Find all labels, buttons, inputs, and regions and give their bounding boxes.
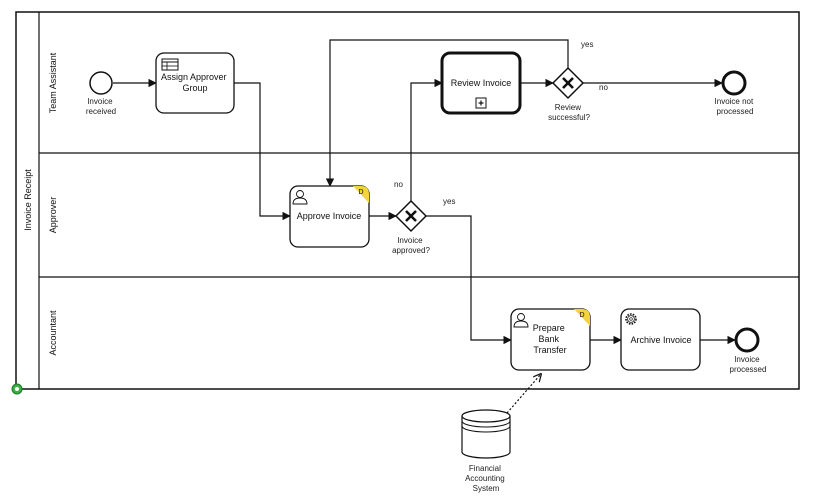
- table-icon: [161, 58, 179, 71]
- user-icon: [513, 313, 529, 328]
- flow-gateway-no-to-review: [410, 78, 443, 201]
- task-label-line: Bank: [538, 334, 559, 344]
- end-processed-label-line: processed: [730, 365, 767, 374]
- task-approve-invoice[interactable]: D Approve Invoice: [289, 185, 370, 248]
- lane-label-team-assistant: Team Assistant: [48, 52, 58, 113]
- lane-approver[interactable]: Approver: [48, 197, 58, 234]
- task-prepare-bank-transfer[interactable]: D Prepare Bank Transfer: [510, 308, 591, 371]
- gateway-approved-label-line: approved?: [392, 246, 430, 255]
- end-event-processed[interactable]: [734, 327, 760, 353]
- task-label: Review Invoice: [451, 78, 512, 88]
- task-label-line: Transfer: [533, 345, 566, 355]
- exclusive-x-icon: [405, 210, 417, 222]
- task-label: Archive Invoice: [630, 335, 691, 345]
- gateway-label: Invoice approved?: [392, 236, 430, 255]
- badge-corner: [574, 309, 590, 326]
- flow-gateway-yes-to-prepare: [426, 215, 512, 345]
- user-icon: [292, 190, 308, 205]
- data-store-financial-accounting[interactable]: [461, 409, 511, 459]
- task-assign-approver-group[interactable]: Assign Approver Group: [155, 52, 235, 114]
- start-event-label-line: received: [86, 107, 116, 116]
- subprocess-plus-icon[interactable]: [475, 97, 487, 109]
- data-store-label: Financial Accounting System: [465, 464, 507, 493]
- end-processed-label-line: Invoice: [734, 355, 760, 364]
- task-label: Assign Approver Group: [161, 72, 229, 93]
- badge-corner: [353, 186, 369, 203]
- gateway-approved-label-line: Invoice: [397, 236, 423, 245]
- end-not-processed-label-line: Invoice not: [715, 97, 754, 106]
- start-event-label-line: Invoice: [87, 97, 113, 106]
- gateway-label: Review successful?: [548, 103, 590, 122]
- task-label: Prepare Bank Transfer: [533, 323, 568, 355]
- flow-label-review-no: no: [599, 83, 608, 92]
- start-event-label: Invoice received: [86, 97, 116, 116]
- end-event-label: Invoice not processed: [715, 97, 756, 116]
- flow-assign-to-approve: [234, 82, 291, 221]
- subprocess-review-invoice[interactable]: Review Invoice: [440, 51, 522, 115]
- end-event-label: Invoice processed: [730, 355, 767, 374]
- gateway-invoice-approved[interactable]: [394, 199, 428, 233]
- flow-review-yes-to-approve: [325, 39, 569, 187]
- sequence-flows: [113, 39, 736, 414]
- exclusive-x-icon: [562, 77, 574, 89]
- task-label-line: Prepare: [533, 323, 565, 333]
- lane-accountant[interactable]: Accountant: [48, 310, 58, 356]
- lane-team-assistant[interactable]: Team Assistant: [38, 12, 58, 153]
- task-label: Approve Invoice: [297, 211, 362, 221]
- flow-label-review-yes: yes: [581, 40, 593, 49]
- lane-label-accountant: Accountant: [48, 310, 58, 356]
- data-association: [506, 374, 541, 414]
- task-label-line: Assign Approver: [161, 72, 227, 82]
- badge-letter: D: [579, 312, 584, 319]
- end-not-processed-label-line: processed: [717, 107, 754, 116]
- end-event-not-processed[interactable]: [721, 70, 747, 96]
- gear-icon: [625, 313, 637, 325]
- task-label-line: Group: [182, 83, 207, 93]
- gateway-review-label-line: Review: [555, 103, 581, 112]
- data-store-label-line: Accounting: [465, 474, 505, 483]
- data-store-label-line: System: [473, 484, 500, 493]
- badge-letter: D: [358, 189, 363, 196]
- gateway-review-label-line: successful?: [548, 113, 590, 122]
- flow-label-approved-no: no: [394, 180, 403, 189]
- pool-resize-handle[interactable]: [11, 383, 23, 395]
- pool-label: Invoice Receipt: [23, 169, 33, 231]
- task-archive-invoice[interactable]: Archive Invoice: [620, 308, 701, 371]
- start-event[interactable]: [89, 71, 113, 95]
- lane-label-approver: Approver: [48, 197, 58, 234]
- data-store-label-line: Financial: [469, 464, 501, 473]
- gateway-review-successful[interactable]: [551, 66, 585, 100]
- flow-label-approved-yes: yes: [443, 197, 455, 206]
